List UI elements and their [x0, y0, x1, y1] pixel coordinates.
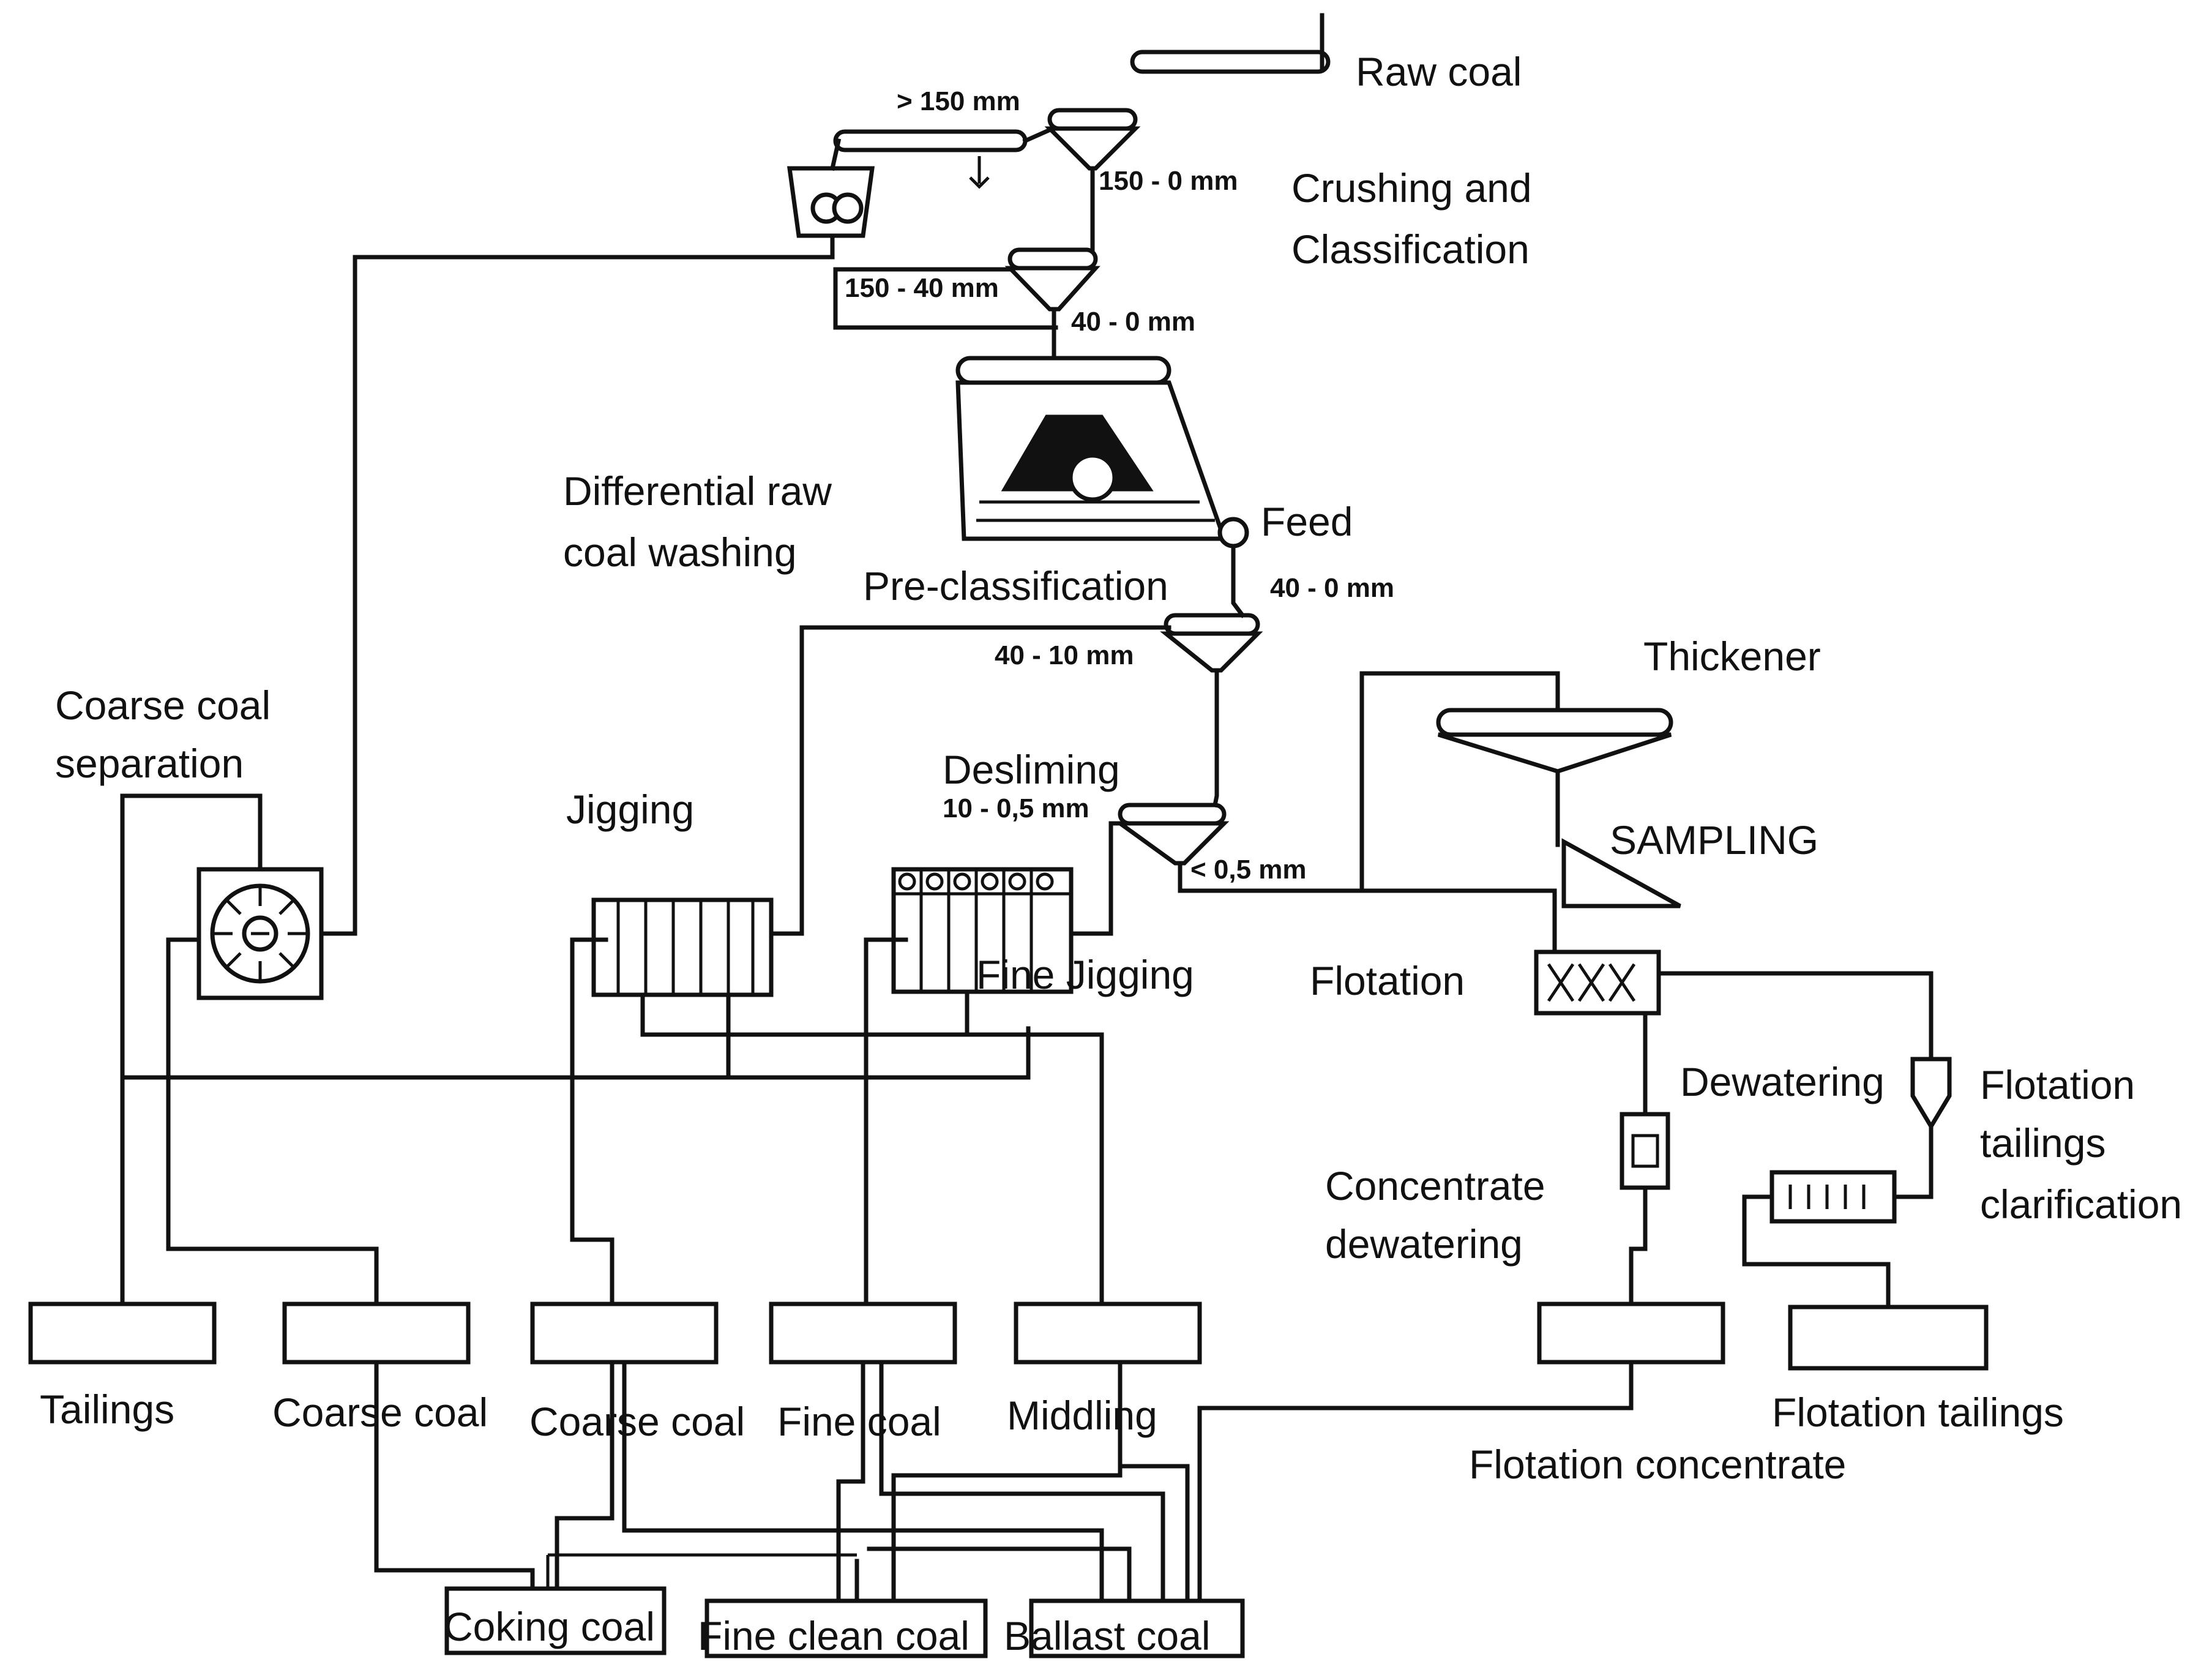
- fine-jig: [891, 867, 1074, 994]
- label-flot-tail-clar-1: Flotation: [1980, 1062, 2135, 1107]
- label-flot-tail-clar-2: tailings: [1980, 1120, 2106, 1166]
- label-coking-coal: Coking coal: [444, 1604, 655, 1649]
- desliming-screen: [1113, 803, 1230, 866]
- concentrate-filter: [1620, 1112, 1670, 1190]
- label-fine-jigging: Fine Jigging: [976, 952, 1194, 997]
- label-preclassification: Pre-classification: [863, 563, 1168, 609]
- bin-coarse-coal-1: [282, 1302, 471, 1365]
- label-crushing-2: Classification: [1291, 227, 1530, 272]
- label-flotation: Flotation: [1310, 958, 1465, 1003]
- label-ballast-coal: Ballast coal: [1004, 1613, 1211, 1658]
- label-150-40: 150 - 40 mm: [845, 273, 999, 303]
- label-coarse-coal-2: Coarse coal: [529, 1399, 745, 1444]
- label-desliming: Desliming: [943, 747, 1120, 792]
- label-fine-coal: Fine coal: [777, 1399, 941, 1444]
- label-conc-dew-1: Concentrate: [1325, 1163, 1545, 1208]
- preclassification-bin: [955, 356, 1227, 541]
- crusher: [787, 166, 875, 238]
- secondary-screen: [1004, 247, 1100, 312]
- label-10-05: 10 - 0,5 mm: [943, 793, 1089, 823]
- bin-flotation-concentrate: [1537, 1302, 1725, 1365]
- label-thickener: Thickener: [1643, 634, 1821, 679]
- label-differential-1: Differential raw: [563, 468, 832, 514]
- bunker-fine-clean-coal: [704, 1598, 988, 1658]
- label-crushing-1: Crushing and: [1291, 165, 1532, 211]
- label-150-0: 150 - 0 mm: [1099, 166, 1238, 196]
- label-raw-coal: Raw coal: [1356, 49, 1522, 94]
- bin-middling: [1014, 1302, 1202, 1365]
- label-middling: Middling: [1007, 1393, 1157, 1438]
- label-gt150: > 150 mm: [897, 86, 1020, 116]
- bin-tailings: [28, 1302, 217, 1365]
- label-differential-2: coal washing: [563, 530, 797, 575]
- label-40-0-b: 40 - 0 mm: [1270, 573, 1394, 603]
- label-coarse-sep-2: separation: [55, 741, 244, 786]
- jig: [591, 897, 774, 997]
- thickener-tank: [1436, 708, 1673, 774]
- label-jigging: Jigging: [566, 787, 694, 832]
- bin-coarse-coal-2: [530, 1302, 719, 1365]
- tailings-filter: [1769, 1170, 1897, 1224]
- label-sampling: SAMPLING: [1610, 817, 1818, 863]
- bunker-ballast-coal: [1029, 1598, 1245, 1658]
- label-dewatering: Dewatering: [1680, 1059, 1885, 1104]
- label-coarse-coal-1: Coarse coal: [272, 1390, 488, 1435]
- flow-lines: [120, 125, 1934, 1603]
- sizing-screen: [1160, 613, 1263, 673]
- label-flotation-concentrate: Flotation concentrate: [1469, 1442, 1846, 1487]
- label-fine-clean-coal: Fine clean coal: [698, 1613, 970, 1658]
- primary-screen: [1044, 108, 1141, 171]
- label-conc-dew-2: dewatering: [1325, 1221, 1523, 1267]
- label-lt05: < 0,5 mm: [1190, 855, 1307, 885]
- label-40-10: 40 - 10 mm: [995, 640, 1134, 670]
- raw-coal-conveyor: [1130, 13, 1331, 74]
- tailings-cyclone: [1910, 1057, 1952, 1131]
- flotation-cells: [1534, 949, 1661, 1016]
- coarse-separator: [196, 867, 324, 1000]
- feed-pump: [1217, 517, 1249, 549]
- label-feed: Feed: [1261, 499, 1353, 544]
- label-tailings: Tailings: [40, 1387, 174, 1432]
- label-40-0: 40 - 0 mm: [1071, 307, 1195, 337]
- label-coarse-sep-1: Coarse coal: [55, 683, 271, 728]
- label-flotation-tailings: Flotation tailings: [1772, 1390, 2064, 1435]
- label-flot-tail-clar-3: clarification: [1980, 1182, 2182, 1227]
- sampler: [1561, 838, 1681, 908]
- bin-flotation-tailings: [1788, 1305, 1989, 1371]
- bin-fine-coal: [769, 1302, 957, 1365]
